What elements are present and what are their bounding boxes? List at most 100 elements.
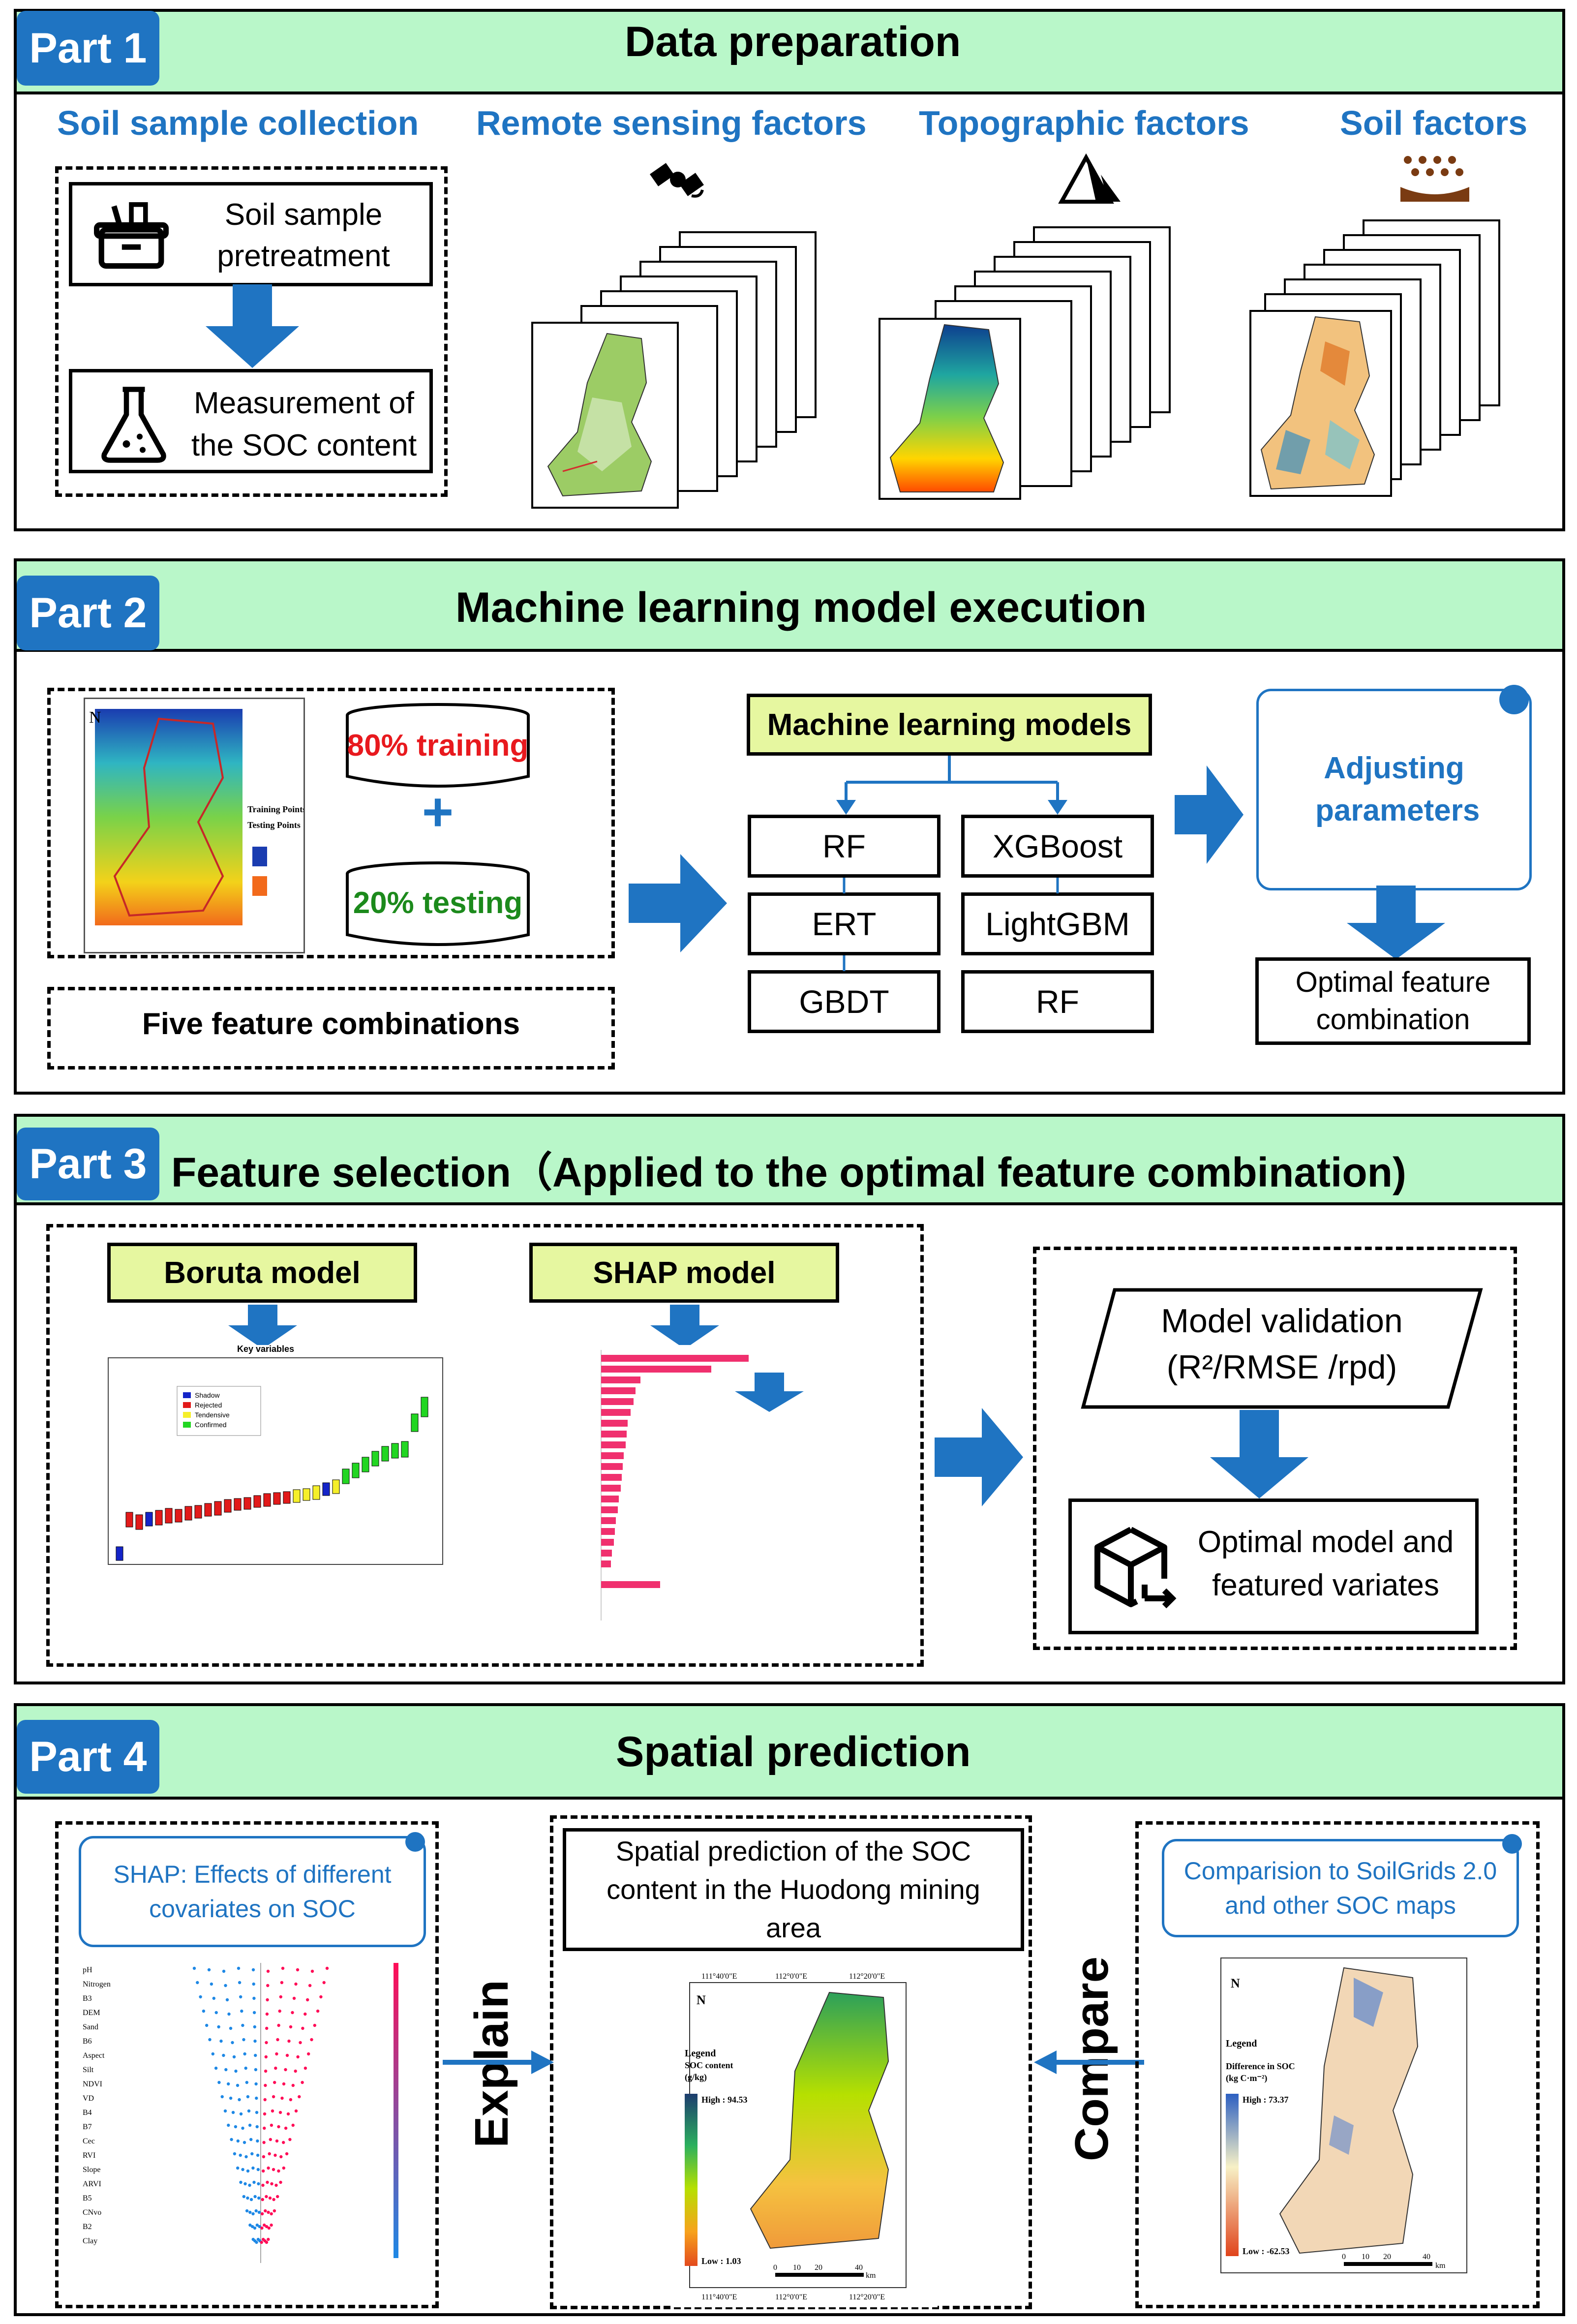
shap-point [282,2141,285,2144]
basket-icon [94,202,169,269]
satellite-icon [650,163,704,198]
shap-point [264,2055,268,2059]
shap-point [276,2038,279,2042]
scale-20: 20 [815,2263,822,2272]
shap-point [271,2109,274,2113]
shap-point [229,2026,233,2030]
shap-point [207,1968,211,1972]
shap-point [261,2198,264,2202]
part3-badge: Part 3 [17,1128,159,1200]
feature-selection-dashed-box [46,1224,924,1667]
scale-40: 40 [855,2263,863,2272]
diff-scale-10: 10 [1362,2253,1369,2261]
feature-combinations-box [47,987,615,1070]
shap-point [263,2126,266,2130]
shap-point [273,2153,277,2157]
shap-point [263,2223,266,2227]
shap-point [279,2155,283,2159]
shap-row-label: Aspect [83,2051,105,2060]
shap-point [227,2012,231,2016]
spatial-prediction-text: Spatial prediction of the SOC content in… [607,1835,980,1943]
part2-title: Machine learning model execution [455,584,1147,631]
lon-label-bottom-1: 111°40'0"E [701,2293,737,2301]
shap-point [236,2166,240,2170]
shap-point [265,2225,269,2229]
comparison-scroll: Comparision to SoilGrids 2.0 and other S… [1162,1839,1519,1937]
part4-header [17,1706,1562,1800]
shap-point [280,2096,284,2100]
part1-title: Data preparation [625,18,961,65]
shap-point [279,1995,282,1999]
down-arrow [735,1373,804,1412]
shap-point [219,2039,223,2043]
boruta-legend-rejected: Rejected [195,1401,222,1409]
soc-legend-sub: SOC content [685,2060,733,2070]
right-arrow [935,1408,1023,1506]
shap-point [260,2226,264,2230]
ml-models-header: Machine learning models [747,694,1152,756]
shap-point [276,2195,279,2199]
model-tree-connectors [836,756,1067,815]
shap-row-label: DEM [83,2009,100,2017]
shap-point [267,2226,271,2230]
soil-map-image [1260,316,1375,490]
shap-point [239,2153,242,2157]
shap-point [255,2096,258,2100]
shap-point [263,2098,267,2102]
down-arrow [228,1305,297,1349]
north-arrow-label: N [1231,1976,1240,1990]
shap-point [242,2038,245,2042]
shap-point [277,2023,280,2027]
shap-point [245,2209,249,2213]
feature-combinations-label: Five feature combinations [142,1007,520,1041]
shap-point [273,2209,276,2213]
shap-effects-scroll: SHAP: Effects of different covariates on… [79,1836,426,1947]
shap-point [256,2139,259,2143]
shap-point [265,2195,268,2199]
part1-badge: Part 1 [17,11,159,86]
boruta-chart-title: Key variables [237,1345,294,1354]
mountain-icon [1058,153,1121,204]
training-cylinder [346,703,530,788]
shap-row-label: NDVI [83,2080,102,2088]
shap-point [308,1984,312,1988]
shap-point [322,1981,326,1985]
shap-point [267,2237,270,2241]
shap-point [257,2182,260,2186]
shap-point [252,1982,255,1986]
shap-point [284,2068,287,2072]
left-arrow [1034,2050,1144,2074]
down-arrow [206,284,299,368]
shap-point [310,1969,314,1973]
shap-point [224,2068,228,2072]
shap-point [275,2052,278,2056]
soc-prediction-map: N Legend SOC content (g/kg) High : 94.53… [672,1963,938,2307]
lon-label-bottom-2: 112°0'0"E [775,2293,807,2301]
measurement-text: Measurement of the SOC content [191,386,417,462]
shap-row-label: B6 [83,2037,92,2046]
shap-row-label: B4 [83,2109,92,2117]
topographic-map-image [889,324,1004,492]
shap-point [270,2223,273,2227]
part1-header [17,12,1562,94]
shap-point [233,2152,237,2156]
shap-point [256,2168,260,2171]
shap-point [285,2053,289,2057]
shap-row-label: B3 [83,1994,92,2003]
optimal-model-text: Optimal model and featured variates [1197,1525,1454,1602]
shap-point [303,2066,307,2070]
shap-point [236,2083,240,2087]
shap-point [253,2195,257,2199]
shap-point [237,1966,241,1970]
shap-row-label: pH [83,1966,92,1974]
shap-point [280,1981,284,1985]
shap-point [255,2110,259,2114]
scale-10: 10 [793,2263,801,2272]
shap-point [275,2139,279,2143]
part2-header [17,561,1562,652]
shap-point [214,2066,218,2070]
data-split-dashed-box [47,688,615,958]
shap-point [299,2041,302,2045]
shap-point [307,2052,310,2056]
shap-point [254,2082,258,2086]
